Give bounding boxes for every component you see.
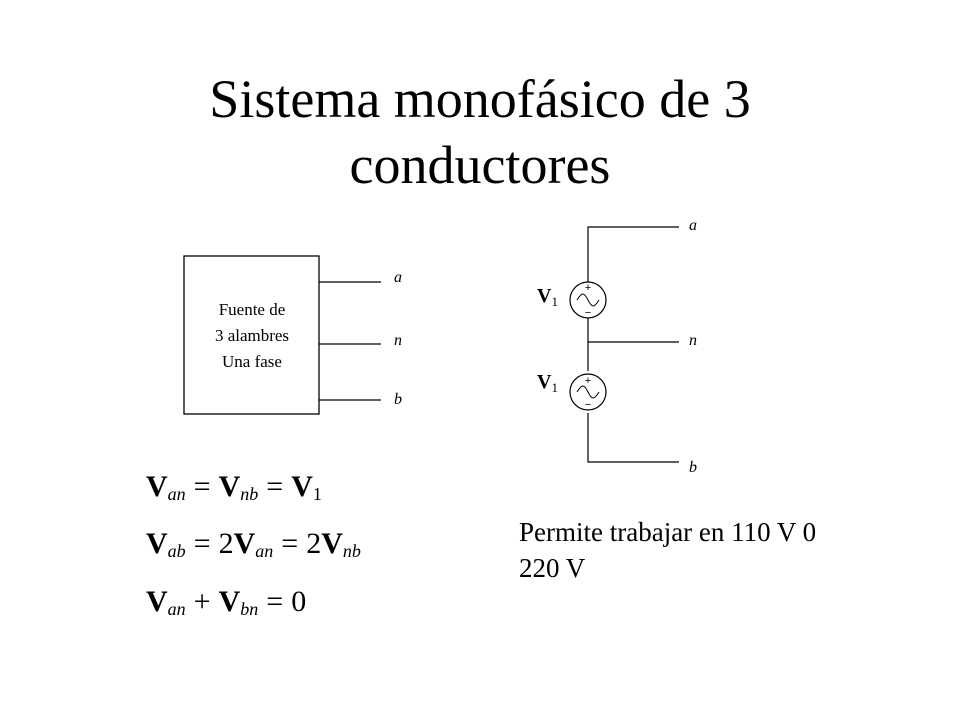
- note-line-1: Permite trabajar en 110 V 0: [519, 517, 817, 547]
- box-line-2: 3 alambres: [215, 326, 289, 345]
- voltage-term: Vnb: [218, 470, 259, 504]
- coefficient: 2: [306, 527, 322, 560]
- two-source-circuit-diagram: + − V1 + − V1 a n b: [537, 217, 697, 476]
- equation-constant: 0: [291, 585, 307, 618]
- voltage-term: 2Van: [218, 527, 274, 561]
- voltage-symbol: V: [218, 470, 241, 503]
- source-1-plus: +: [585, 282, 591, 294]
- title-line-1: Sistema monofásico de 3: [209, 69, 751, 129]
- note-line-2: 220 V: [519, 553, 586, 583]
- note-text: Permite trabajar en 110 V 0 220 V: [519, 514, 899, 586]
- voltage-subscript: ab: [167, 541, 186, 561]
- terminal-n-label: n: [394, 332, 402, 349]
- title-line-2: conductores: [349, 135, 611, 195]
- voltage-term: Van: [146, 585, 186, 619]
- voltage-symbol: V: [291, 470, 313, 503]
- voltage-symbol: V: [218, 585, 241, 618]
- voltage-subscript: nb: [342, 541, 361, 561]
- terminal-a-label: a: [394, 269, 402, 286]
- source-2-plus: +: [585, 375, 591, 387]
- equation-operator: =: [193, 527, 211, 560]
- voltage-symbol: V: [146, 470, 168, 503]
- box-line-3: Una fase: [222, 352, 282, 371]
- voltage-subscript: an: [255, 541, 274, 561]
- source-1-label: V1: [537, 285, 558, 309]
- voltage-symbol: V: [146, 585, 168, 618]
- box-line-1: Fuente de: [219, 300, 286, 319]
- equation-1: Van=Vnb=V1: [146, 470, 322, 505]
- source-2-minus: −: [585, 399, 591, 411]
- terminal-a-label: a: [689, 217, 697, 234]
- equation-operator: =: [281, 527, 299, 560]
- equation-operator: +: [193, 585, 211, 618]
- wire-to-a: [587, 226, 679, 282]
- voltage-subscript: bn: [240, 599, 259, 619]
- voltage-term: Vab: [146, 527, 186, 561]
- coefficient: 2: [218, 527, 234, 560]
- sine-wave-icon: [576, 385, 600, 399]
- voltage-symbol: V: [321, 527, 343, 560]
- equation-2: Vab=2Van=2Vnb: [146, 527, 361, 562]
- voltage-symbol: V: [233, 527, 256, 560]
- voltage-source-2: + − V1: [537, 371, 607, 411]
- voltage-subscript: 1: [312, 484, 322, 504]
- equation-operator: =: [193, 470, 211, 503]
- equation-operator: =: [266, 470, 284, 503]
- voltage-source-1: + − V1: [537, 281, 607, 319]
- voltage-term: Van: [146, 470, 186, 504]
- terminal-b-label: b: [394, 391, 402, 408]
- equation-3: Van+Vbn=0: [146, 585, 306, 620]
- voltage-subscript: an: [167, 484, 186, 504]
- voltage-subscript: nb: [240, 484, 259, 504]
- equation-operator: =: [266, 585, 284, 618]
- three-wire-source-diagram: Fuente de 3 alambres Una fase a n b: [183, 255, 402, 415]
- source-1-minus: −: [585, 307, 591, 319]
- voltage-term: 2Vnb: [306, 527, 361, 561]
- source-2-label: V1: [537, 371, 558, 395]
- voltage-symbol: V: [146, 527, 168, 560]
- source-box: [183, 255, 320, 415]
- slide-title: Sistema monofásico de 3 conductores: [0, 66, 960, 198]
- voltage-term: Vbn: [218, 585, 259, 619]
- sine-wave-icon: [576, 293, 600, 307]
- voltage-term: V1: [291, 470, 322, 504]
- voltage-subscript: an: [167, 599, 186, 619]
- terminal-b-label: b: [689, 459, 697, 476]
- wire-to-b: [587, 413, 679, 463]
- terminal-n-label: n: [689, 332, 697, 349]
